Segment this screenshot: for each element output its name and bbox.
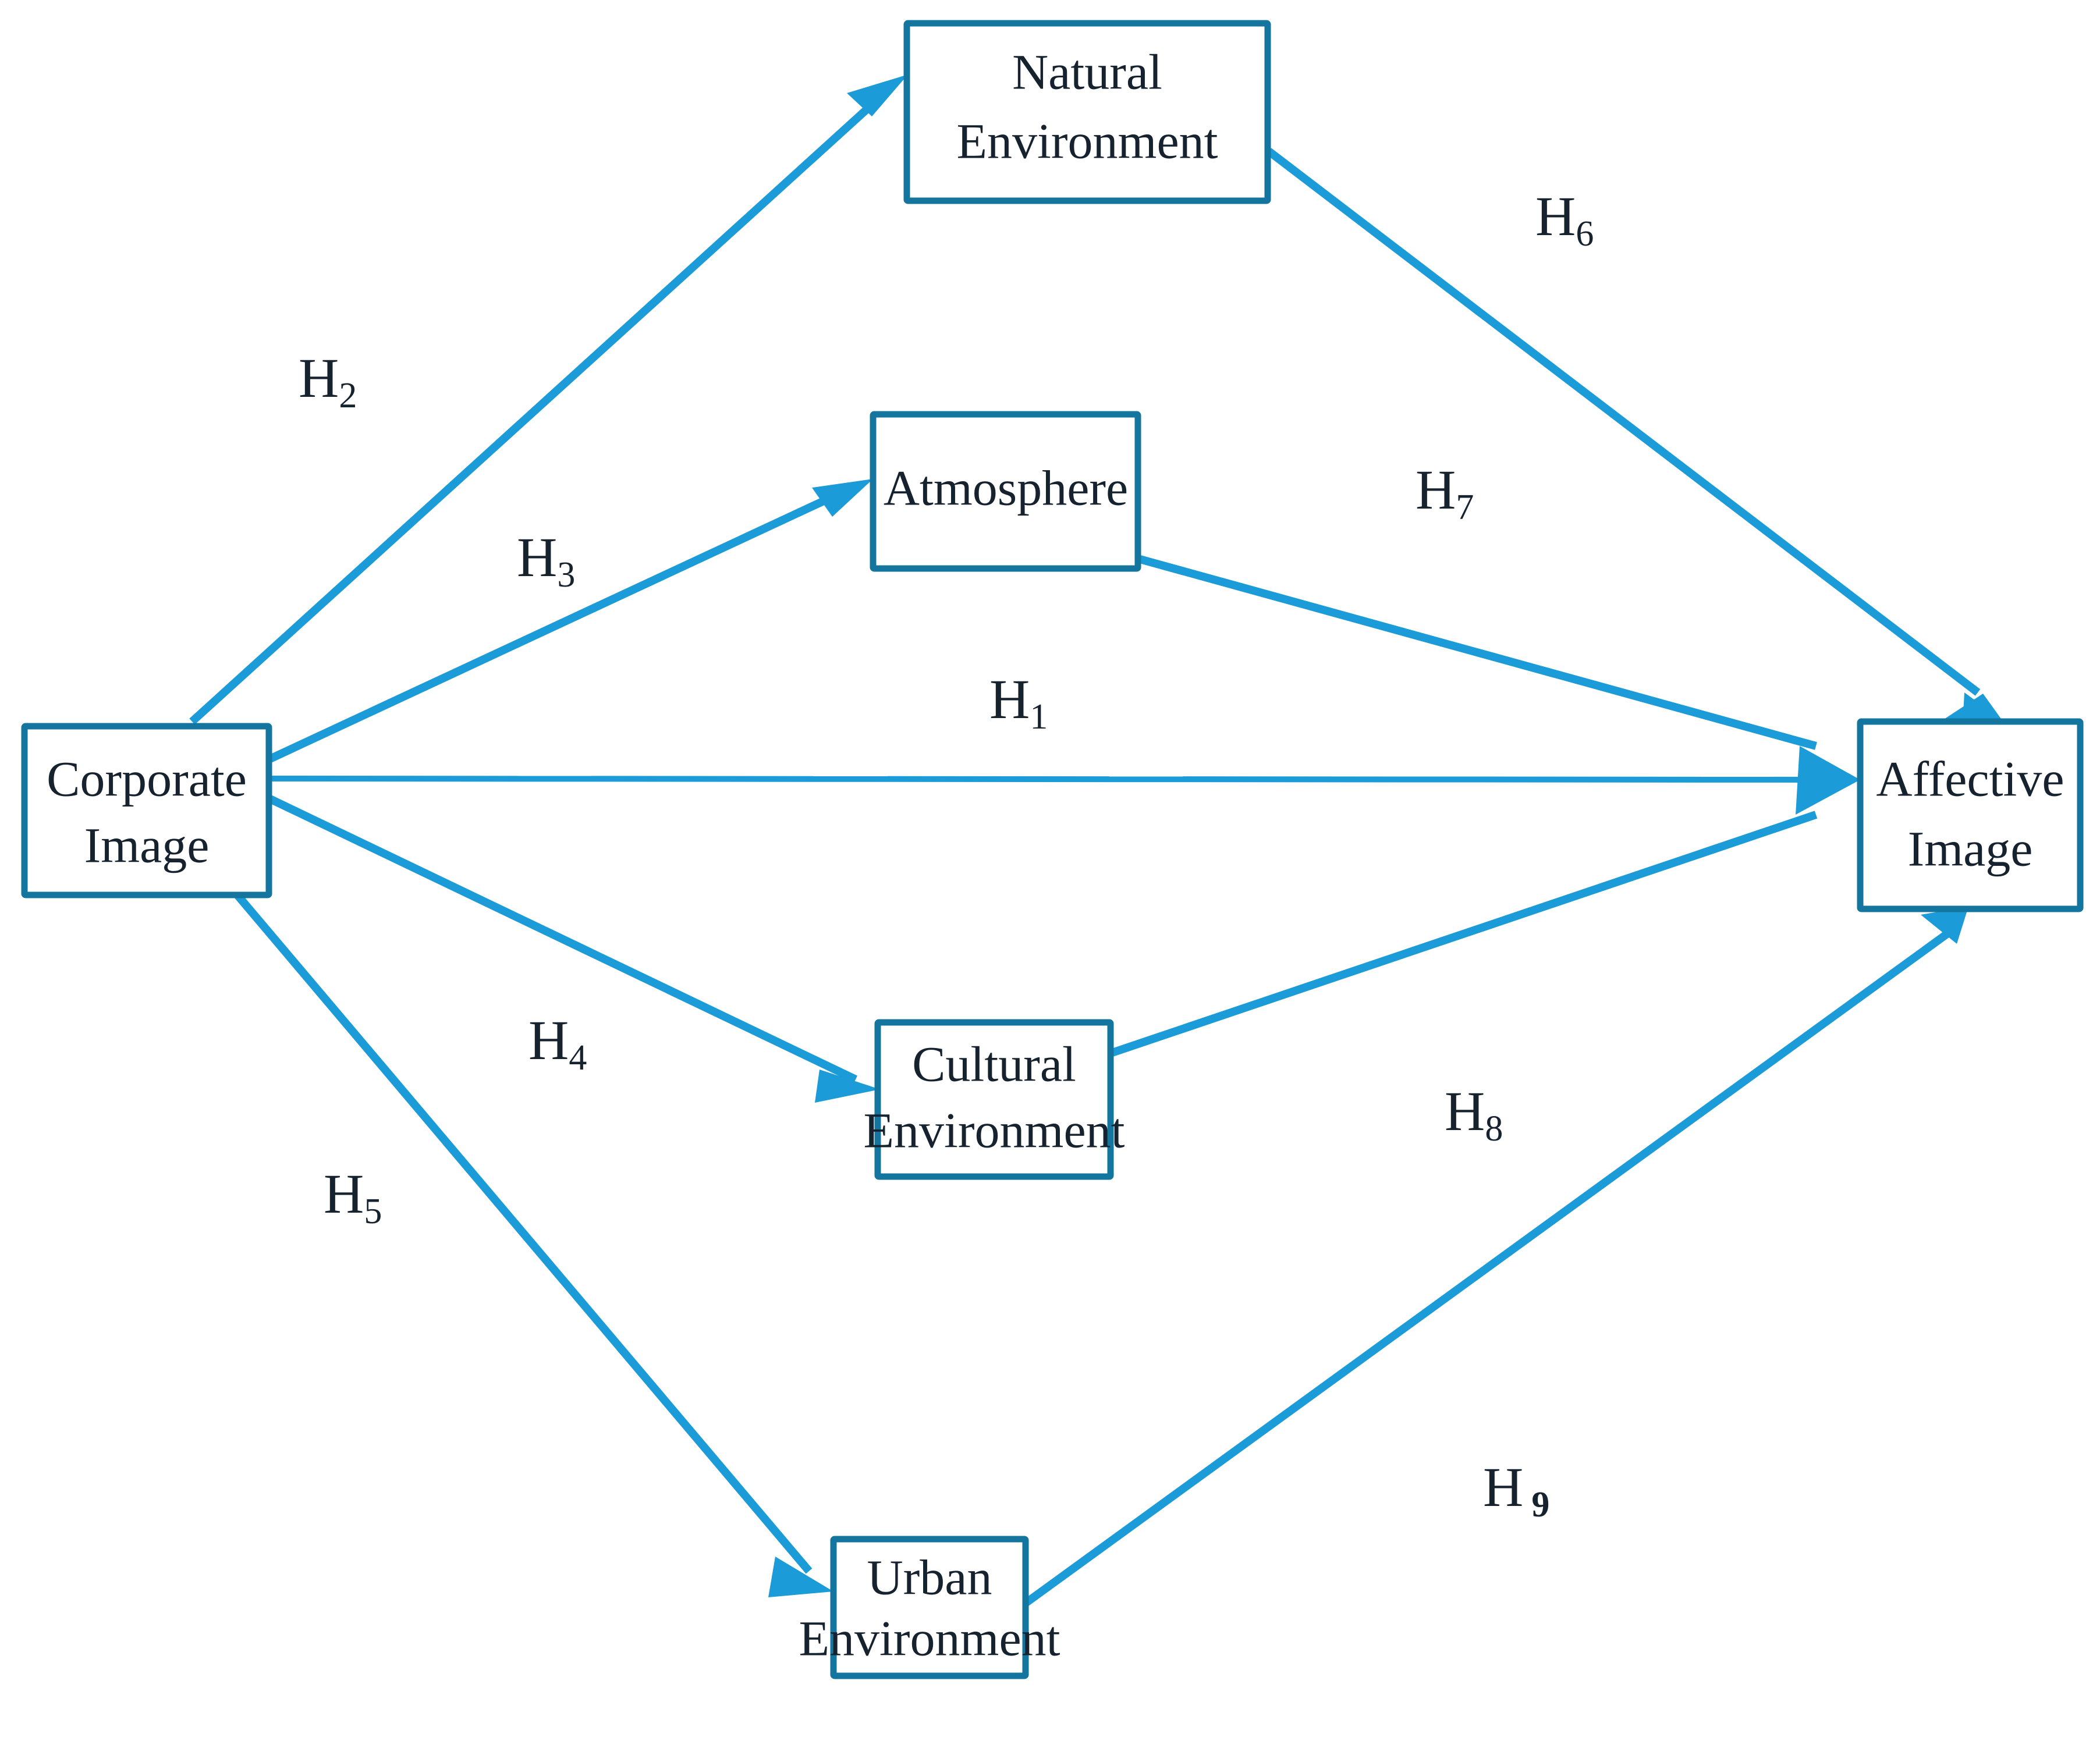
hypothesis-label-h7: H7 (1416, 459, 1474, 527)
node-affective-image-label-line1: Affective (1876, 751, 2064, 807)
node-natural-environment[interactable]: Natural Environment (903, 20, 1271, 204)
node-urban-environment-box[interactable] (830, 1536, 1029, 1679)
node-corporate-image-label-line1: Corporate (47, 751, 247, 807)
edge-h3-line (267, 485, 852, 763)
edge-h1 (268, 776, 1834, 783)
node-corporate-image-box[interactable] (21, 723, 272, 898)
edge-h5 (191, 842, 833, 1597)
node-affective-image-box[interactable] (1857, 718, 2084, 912)
h5-base: H (324, 1163, 364, 1225)
svg-text:H1: H1 (989, 668, 1048, 737)
node-affective-image-label-line2: Image (1908, 821, 2033, 877)
node-cultural-environment-box[interactable] (874, 1019, 1114, 1180)
h2-subscript: 2 (339, 376, 357, 415)
svg-text:H6: H6 (1535, 185, 1594, 254)
h9-base: H (1483, 1456, 1523, 1518)
edge-h8-line (1109, 811, 1818, 1057)
node-urban-environment[interactable]: Urban Environment (799, 1536, 1060, 1679)
edge-h3 (267, 479, 873, 763)
edge-h4-line (267, 794, 858, 1083)
h5-subscript: 5 (364, 1192, 382, 1231)
svg-text:H9: H9 (1483, 1456, 1549, 1525)
edge-h8 (1109, 811, 1818, 1057)
h4-base: H (528, 1009, 569, 1071)
edge-h5-line (191, 842, 813, 1574)
edge-h6-arrowhead-wing (1944, 694, 2002, 720)
h8-subscript: 8 (1485, 1109, 1503, 1149)
h6-subscript: 6 (1576, 214, 1594, 254)
node-atmosphere[interactable]: Atmosphere (870, 411, 1141, 572)
node-atmosphere-box[interactable] (870, 411, 1141, 572)
svg-text:H2: H2 (299, 347, 357, 415)
node-corporate-image-label-line2: Image (84, 818, 210, 873)
h3-subscript: 3 (557, 555, 575, 595)
h1-base: H (989, 668, 1030, 730)
h7-base: H (1416, 459, 1456, 521)
node-urban-environment-label-line1: Urban (867, 1550, 992, 1605)
hypothesis-label-h8: H8 (1445, 1080, 1503, 1149)
edge-h2-arrowhead (847, 74, 908, 116)
node-cultural-environment-label-line1: Cultural (912, 1036, 1076, 1092)
node-corporate-image[interactable]: Corporate Image (21, 723, 272, 898)
edge-h3-arrowhead (812, 479, 873, 517)
node-natural-environment-label-line2: Environment (956, 113, 1218, 169)
edge-h6-line (1266, 148, 1981, 696)
svg-text:H7: H7 (1416, 459, 1474, 527)
edge-h9-arrowhead (1921, 907, 1968, 944)
node-cultural-environment[interactable]: Cultural Environment (863, 1019, 1125, 1180)
node-natural-environment-box[interactable] (903, 20, 1271, 204)
edge-h2-line (189, 90, 888, 725)
hypothesis-label-h2: H2 (299, 347, 357, 415)
node-atmosphere-label: Atmosphere (884, 460, 1128, 516)
h1-subscript: 1 (1030, 697, 1048, 737)
affective-image-left-arrowhead (1796, 746, 1860, 815)
hypothesis-label-h4: H4 (528, 1009, 587, 1078)
hypothesis-label-h6: H6 (1535, 185, 1594, 254)
edge-h7-line (1137, 555, 1817, 750)
svg-text:H3: H3 (517, 526, 575, 595)
edge-h4-arrowhead (815, 1070, 880, 1103)
svg-text:H4: H4 (528, 1009, 587, 1078)
edge-h2 (189, 74, 908, 725)
hypothesis-label-h1: H1 (989, 668, 1048, 737)
svg-text:H5: H5 (324, 1163, 382, 1231)
h4-subscript: 4 (569, 1038, 587, 1078)
edge-h9-line (1023, 928, 1954, 1607)
edge-h1-line (268, 776, 1834, 783)
node-cultural-environment-label-line2: Environment (863, 1103, 1125, 1159)
node-natural-environment-label-line1: Natural (1012, 44, 1162, 100)
h3-base: H (517, 526, 557, 588)
h6-base: H (1535, 185, 1576, 247)
h9-subscript: 9 (1531, 1485, 1549, 1525)
edge-h9 (1023, 907, 1968, 1607)
hypothesis-label-h5: H5 (324, 1163, 382, 1231)
h2-base: H (299, 347, 339, 409)
h8-base: H (1445, 1080, 1485, 1142)
node-affective-image[interactable]: Affective Image (1857, 718, 2084, 912)
hypothesis-label-h3: H3 (517, 526, 575, 595)
svg-text:H8: H8 (1445, 1080, 1503, 1149)
h7-subscript: 7 (1456, 488, 1474, 527)
edge-h7 (1137, 555, 1817, 750)
edge-h5-arrowhead (768, 1557, 833, 1597)
edge-h4 (267, 794, 880, 1103)
node-urban-environment-label-line2: Environment (799, 1611, 1060, 1667)
edge-h6 (1266, 148, 2002, 724)
